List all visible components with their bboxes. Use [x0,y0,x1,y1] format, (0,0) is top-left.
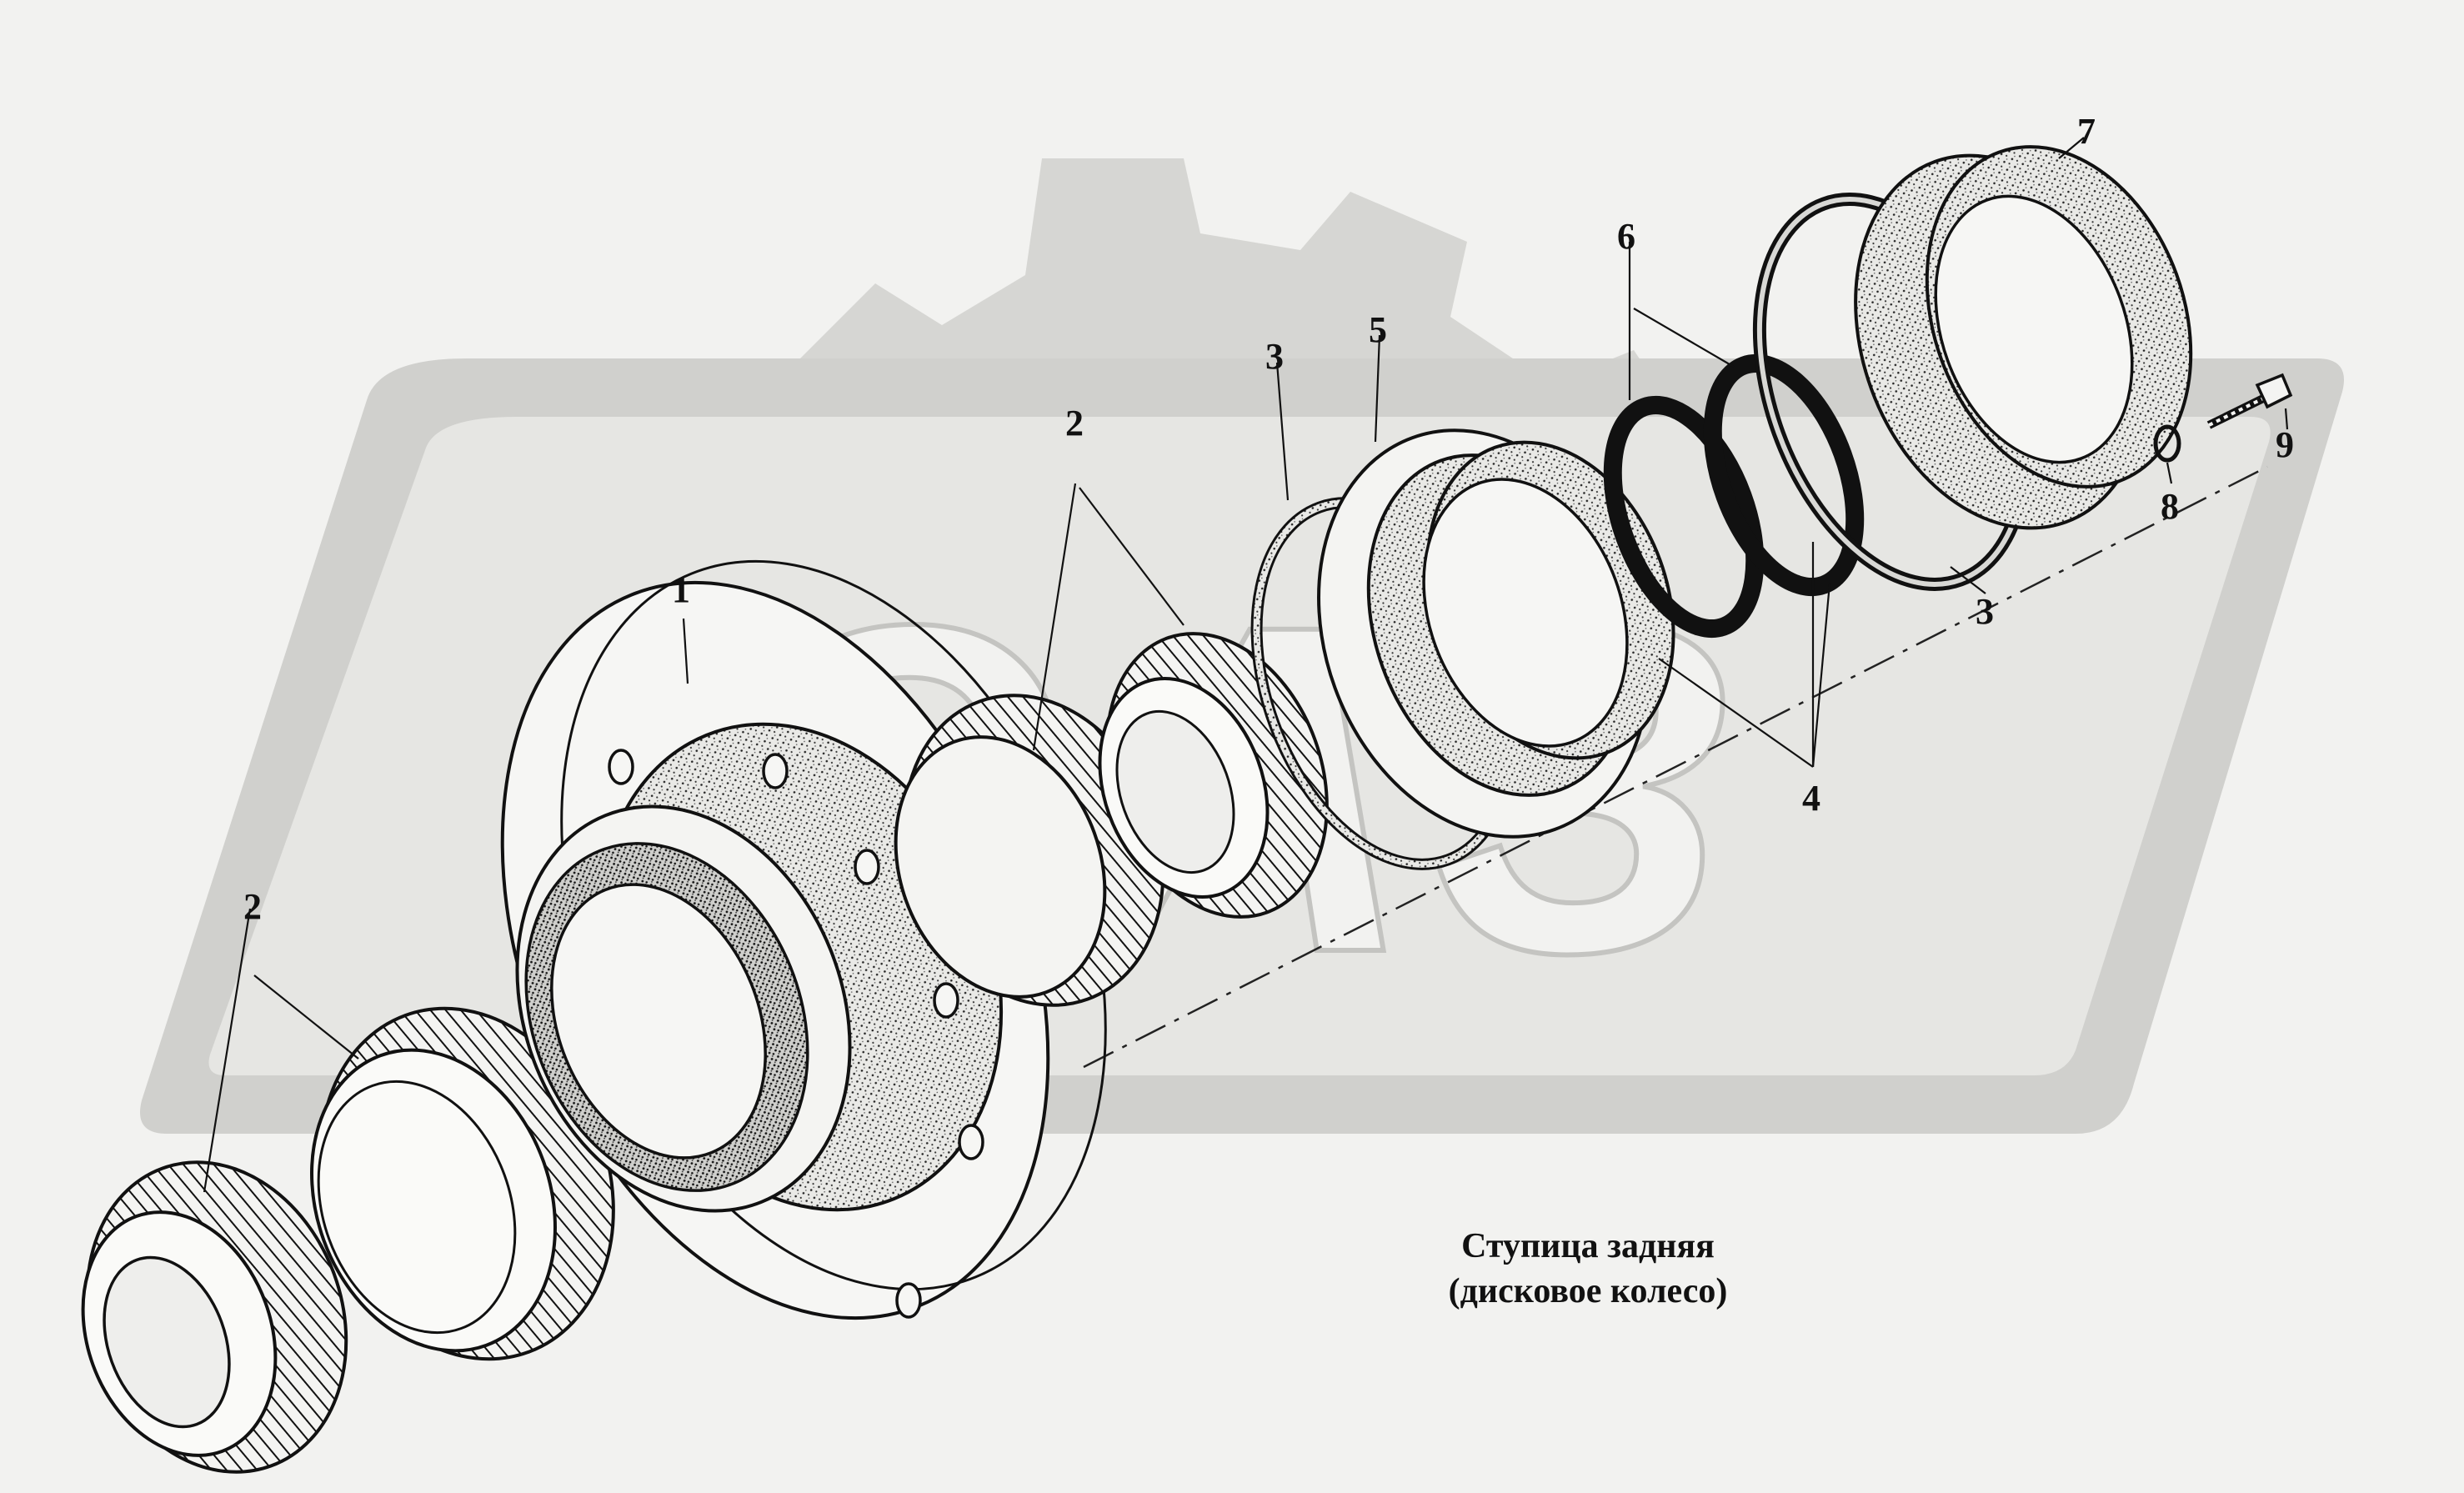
flange-ring [1317,428,1675,839]
label-part-6: 6 [1617,216,1635,257]
label-part-3-middle: 3 [1265,336,1284,377]
caption: Ступица задняя (дисковое колесо) [1449,1227,1728,1310]
caption-line-1: Ступица задняя [1461,1227,1715,1265]
label-part-9: 9 [2276,424,2294,465]
bearing-cup-middle [894,694,1165,1007]
label-part-5: 5 [1369,309,1387,350]
hub-bolt [2206,373,2293,429]
label-part-4: 4 [1802,778,1820,819]
hub-cover [1854,145,2193,530]
spring-washer [2153,424,2181,463]
part-labels: 1 2 2 3 5 6 4 3 7 8 9 [243,111,2294,927]
bearing-cone-left [81,1160,348,1474]
label-part-1: 1 [672,569,690,610]
label-part-8: 8 [2161,486,2179,527]
label-part-2-left: 2 [243,886,262,927]
hub-bolt-holes [608,749,984,1319]
label-part-2-middle: 2 [1065,403,1084,443]
label-part-3-right: 3 [1976,591,1994,632]
label-part-7: 7 [2077,111,2096,152]
leader-lines [203,137,2289,1193]
center-axis [1083,465,2268,1069]
caption-line-2: (дисковое колесо) [1449,1272,1728,1310]
wheel-hub [500,559,1107,1320]
seal-rings [1603,353,1865,639]
